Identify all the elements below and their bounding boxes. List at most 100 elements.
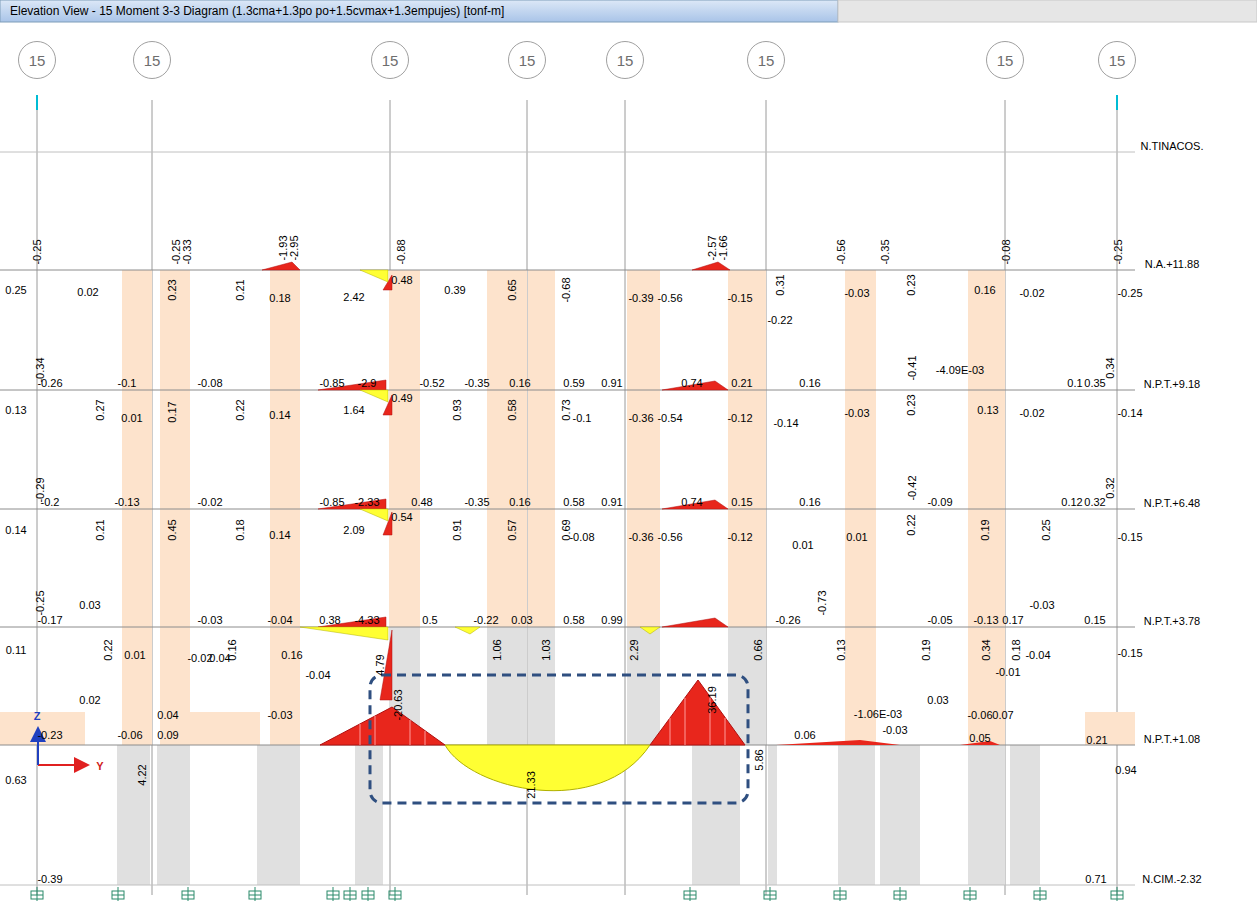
moment-value: 0.19 xyxy=(980,519,991,540)
moment-value: 4.22 xyxy=(137,764,148,785)
moment-value: -0.1 xyxy=(118,378,137,389)
grid-label: 15 xyxy=(617,52,634,69)
moment-value: 0.32 xyxy=(1084,497,1105,508)
level-label: N.P.T.+3.78 xyxy=(1144,616,1200,627)
moment-value: -0.42 xyxy=(907,475,918,500)
moment-value: -0.25 xyxy=(1117,288,1142,299)
moment-value: 0.01 xyxy=(846,532,867,543)
moment-value: 0.21 xyxy=(95,519,106,540)
moment-value: 0.99 xyxy=(601,615,622,626)
moment-value: -0.05 xyxy=(927,615,952,626)
moment-value: -0.02 xyxy=(1019,288,1044,299)
grid-label: 15 xyxy=(29,52,46,69)
moment-value: -0.22 xyxy=(767,315,792,326)
moment-value: 0.06 xyxy=(794,730,815,741)
moment-value: -0.03 xyxy=(267,710,292,721)
moment-value: -0.85 xyxy=(319,497,344,508)
moment-value: 0.23 xyxy=(167,279,178,300)
moment-value: -0.13 xyxy=(973,615,998,626)
moment-value: 0.03 xyxy=(511,615,532,626)
moment-value: -0.35 xyxy=(464,497,489,508)
moment-value: 0.25 xyxy=(5,285,26,296)
moment-value: 0.01 xyxy=(792,540,813,551)
grid-label: 15 xyxy=(144,52,161,69)
moment-value: -0.56 xyxy=(657,532,682,543)
moment-value: -0.36 xyxy=(628,532,653,543)
moment-value: 0.73 xyxy=(561,399,572,420)
grid-bubble: 15 xyxy=(986,41,1024,79)
moment-value: -0.1 xyxy=(573,413,592,424)
moment-value: 0.94 xyxy=(1115,765,1136,776)
moment-value: 1.03 xyxy=(541,639,552,660)
moment-value: 0.22 xyxy=(103,639,114,660)
moment-value: 0.34 xyxy=(981,639,992,660)
grid-bubble: 15 xyxy=(508,41,546,79)
moment-value: 0.58 xyxy=(563,497,584,508)
moment-value: 0.63 xyxy=(5,775,26,786)
moment-value: -0.02 xyxy=(197,497,222,508)
moment-value: 0.48 xyxy=(411,497,432,508)
moment-value: 0.13 xyxy=(977,405,998,416)
moment-value: 4.79 xyxy=(375,654,386,675)
moment-value: -0.25 xyxy=(171,239,182,264)
moment-value: 0.21 xyxy=(235,279,246,300)
moment-value: 0.31 xyxy=(775,274,786,295)
moment-value: 2.29 xyxy=(629,639,640,660)
moment-value: -0.12 xyxy=(727,532,752,543)
moment-value: 2.09 xyxy=(343,525,364,536)
moment-value: -0.14 xyxy=(773,418,798,429)
moment-value: 0.91 xyxy=(601,497,622,508)
grid-bubble: 15 xyxy=(1098,41,1136,79)
grid-label: 15 xyxy=(997,52,1014,69)
moment-value: 1.06 xyxy=(492,639,503,660)
moment-value: 0.58 xyxy=(563,615,584,626)
moment-value: -0.01 xyxy=(995,667,1020,678)
moment-value: -0.08 xyxy=(569,532,594,543)
moment-value: 0.21 xyxy=(1086,735,1107,746)
moment-value: 0.59 xyxy=(563,378,584,389)
moment-value: -0.03 xyxy=(197,615,222,626)
moment-value: -20.63 xyxy=(393,689,404,720)
moment-value: 0.49 xyxy=(391,393,412,404)
moment-value: -0.13 xyxy=(114,497,139,508)
moment-value: -2.95 xyxy=(289,235,300,260)
moment-value: -0.52 xyxy=(419,378,444,389)
moment-value: 0.14 xyxy=(269,530,290,541)
level-label: N.P.T.+1.08 xyxy=(1144,734,1200,745)
moment-value: 0.14 xyxy=(5,525,26,536)
moment-value: 0.16 xyxy=(281,650,302,661)
moment-value: 0.16 xyxy=(509,378,530,389)
level-label: N.P.T.+9.18 xyxy=(1144,379,1200,390)
moment-value: 0.34 xyxy=(1105,357,1116,378)
grid-bubble: 15 xyxy=(747,41,785,79)
moment-value: -0.06 xyxy=(967,710,992,721)
moment-value: 0.38 xyxy=(319,615,340,626)
moment-value: 0.01 xyxy=(124,650,145,661)
axis-label: Y xyxy=(96,761,103,772)
moment-value: 0.74 xyxy=(681,378,702,389)
moment-value: 0.27 xyxy=(95,399,106,420)
moment-value: 1.64 xyxy=(343,405,364,416)
moment-value: 0.71 xyxy=(1085,874,1106,885)
moment-value: -2.57 xyxy=(707,235,718,260)
moment-value: -0.09 xyxy=(927,497,952,508)
grid-label: 15 xyxy=(382,52,399,69)
moment-value: 21.33 xyxy=(526,771,537,799)
moment-value: -0.03 xyxy=(844,408,869,419)
moment-value: -0.12 xyxy=(727,413,752,424)
level-label: N.P.T.+6.48 xyxy=(1144,498,1200,509)
moment-value: 0.04 xyxy=(157,710,178,721)
moment-value: 0.48 xyxy=(391,275,412,286)
moment-value: -0.26 xyxy=(37,378,62,389)
moment-value: -0.2 xyxy=(41,497,60,508)
moment-value: 0.17 xyxy=(1002,615,1023,626)
moment-value: -0.03 xyxy=(844,288,869,299)
moment-value: -0.36 xyxy=(628,413,653,424)
moment-value: 0.22 xyxy=(235,399,246,420)
moment-value: -0.23 xyxy=(37,730,62,741)
moment-value: 0.5 xyxy=(422,615,437,626)
moment-value: -1.93 xyxy=(278,235,289,260)
moment-value: -0.02 xyxy=(1019,408,1044,419)
moment-value: 0.16 xyxy=(509,497,530,508)
